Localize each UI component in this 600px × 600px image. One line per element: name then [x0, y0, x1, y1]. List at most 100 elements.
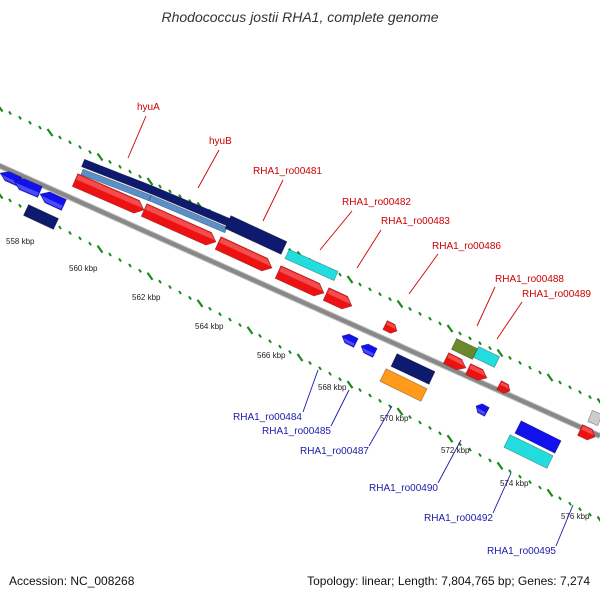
cog-box-ro00488[interactable]: [451, 338, 478, 360]
accession-label: Accession: NC_008268: [9, 574, 135, 588]
cds-forward-ro00486[interactable]: [382, 320, 399, 336]
cds-forward-ro00481[interactable]: [214, 236, 275, 275]
ruler-major-tick: [346, 275, 354, 284]
gene-label-forward[interactable]: RHA1_ro00483: [381, 216, 450, 227]
cds-forward-hyuA[interactable]: [71, 173, 147, 217]
cds-forward-ro00489[interactable]: [465, 363, 489, 384]
gene-label-forward[interactable]: hyuA: [137, 102, 160, 113]
cds-forward-ro00486-shape: [382, 320, 398, 334]
cds-reverse-left-3[interactable]: [38, 189, 67, 211]
cds-reverse-ro00485-shape: [360, 343, 378, 358]
gene-label-forward[interactable]: RHA1_ro00486: [432, 241, 501, 252]
ruler-minor-tick: [528, 365, 532, 370]
cog-box-hyuB-2[interactable]: [148, 194, 228, 234]
ruler-minor-tick: [238, 322, 242, 328]
gene-label-leader: [408, 253, 439, 295]
cds-reverse-ro00484[interactable]: [340, 332, 359, 348]
cds-forward-hyuB-highlight: [145, 204, 215, 241]
ruler-minor-tick: [158, 279, 162, 284]
cds-reverse-ro00490-highlight: [477, 407, 486, 416]
ruler-minor-tick: [408, 306, 412, 311]
gene-label-reverse[interactable]: RHA1_ro00487: [300, 446, 369, 457]
ruler-label: 570 kbp: [380, 414, 409, 423]
gene-label-reverse[interactable]: RHA1_ro00492: [424, 513, 493, 524]
backbone-layer: [0, 162, 600, 439]
gene-label-forward[interactable]: RHA1_ro00489: [522, 289, 591, 300]
cds-forward-ro00483[interactable]: [322, 287, 355, 313]
cds-reverse-left-2[interactable]: [12, 175, 43, 198]
cds-forward-hyuA-highlight: [76, 174, 143, 209]
ruler-minor-tick: [338, 272, 342, 277]
ruler-major-tick: [246, 326, 254, 335]
ruler-minor-tick: [578, 390, 582, 395]
cds-forward-ro00483-shape: [322, 287, 353, 310]
ruler-label: 574 kbp: [500, 479, 529, 488]
cds-forward-ro00482-shape: [274, 265, 325, 297]
ruler-major-tick: [446, 434, 454, 443]
gene-label-reverse[interactable]: RHA1_ro00495: [487, 546, 556, 557]
gene-label-leader: [319, 210, 353, 251]
ruler-major-tick: [496, 461, 504, 470]
gene-label-forward[interactable]: RHA1_ro00488: [495, 274, 564, 285]
cds-reverse-ro00490[interactable]: [474, 402, 490, 417]
cds-forward-ro00483-highlight: [327, 288, 351, 305]
cog-box-ro00492a[interactable]: [514, 420, 562, 454]
ruler-minor-tick: [118, 164, 122, 169]
ruler-minor-tick: [78, 145, 82, 150]
ruler-minor-tick: [318, 366, 322, 371]
ruler-major-tick: [146, 177, 154, 186]
ruler-minor-tick: [468, 336, 472, 341]
ruler-minor-tick: [488, 346, 492, 351]
cds-forward-hyuB[interactable]: [140, 203, 219, 249]
cds-forward-ro00488-highlight: [447, 353, 465, 367]
gene-label-forward[interactable]: RHA1_ro00481: [253, 166, 322, 177]
ruler-minor-tick: [168, 189, 172, 194]
cog-box-ro00488-shape: [451, 338, 478, 360]
cds-reverse-ro00485-highlight: [362, 347, 374, 357]
ruler-minor-tick: [588, 512, 592, 517]
cds-forward-offscreen[interactable]: [577, 424, 597, 443]
gene-label-reverse[interactable]: RHA1_ro00485: [262, 426, 331, 437]
cog-box-ro00489[interactable]: [473, 346, 500, 368]
cds-forward-ro00488[interactable]: [442, 352, 468, 374]
ruler-major-tick: [96, 245, 104, 254]
cog-box-ro00487[interactable]: [379, 368, 428, 402]
gene-label-forward[interactable]: RHA1_ro00482: [342, 197, 411, 208]
cog-box-hyuB[interactable]: [150, 185, 230, 227]
cds-forward-ro00482[interactable]: [274, 265, 327, 300]
ruler-minor-tick: [168, 285, 172, 290]
cog-box-ro00492[interactable]: [503, 434, 554, 469]
gene-label-leader: [476, 286, 496, 327]
ruler-major-tick: [546, 373, 554, 382]
ruler-minor-tick: [228, 317, 232, 322]
cog-box-offscreen[interactable]: [587, 410, 600, 426]
cds-reverse-ro00485[interactable]: [359, 342, 378, 358]
ruler-minor-tick: [558, 496, 562, 501]
ruler-minor-tick: [568, 501, 572, 506]
cog-box-ro00482[interactable]: [284, 249, 339, 281]
gene-label-leader: [356, 229, 382, 269]
ruler-minor-tick: [438, 431, 442, 436]
ruler-minor-tick: [308, 360, 312, 365]
ruler-minor-tick: [478, 341, 482, 346]
ruler-minor-tick: [358, 282, 362, 287]
cog-box-ro00481[interactable]: [224, 215, 288, 255]
ruler-minor-tick: [358, 387, 362, 393]
gene-label-reverse[interactable]: RHA1_ro00484: [233, 412, 302, 423]
gene-label-leader: [262, 179, 284, 222]
cog-box-ro00492a-shape: [514, 420, 562, 454]
cog-box-left[interactable]: [23, 204, 59, 230]
cds-forward-ro00490-shape: [496, 380, 511, 394]
ruler-minor-tick: [338, 377, 342, 382]
ruler-major-tick: [146, 272, 154, 281]
ruler-minor-tick: [508, 355, 512, 360]
gene-label-reverse[interactable]: RHA1_ro00490: [369, 483, 438, 494]
gene-label-forward[interactable]: hyuB: [209, 136, 232, 147]
ruler-minor-tick: [378, 292, 382, 297]
features-layer: [0, 158, 600, 469]
cog-box-ro00487a[interactable]: [390, 353, 436, 385]
ruler-major-tick: [596, 515, 600, 522]
cds-forward-ro00490[interactable]: [496, 380, 513, 396]
ruler-minor-tick: [428, 425, 432, 430]
